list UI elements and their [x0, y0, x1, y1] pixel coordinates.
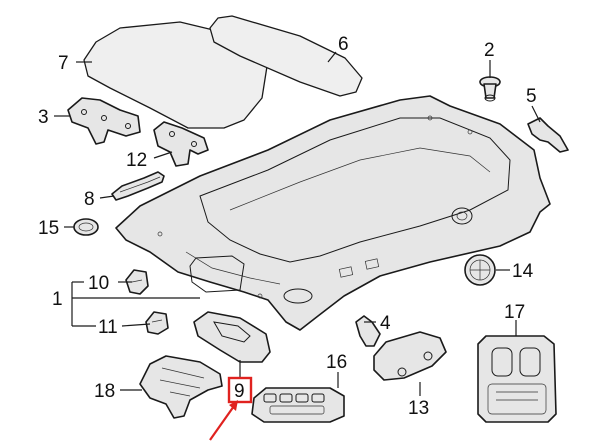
callout-8: 8 [84, 189, 95, 210]
callout-14: 14 [512, 261, 534, 282]
part-15-cap [73, 218, 99, 236]
callout-18: 18 [94, 381, 115, 402]
part-12-bracket [153, 121, 209, 167]
callout-2: 2 [484, 40, 495, 61]
part-14-emblem [464, 254, 496, 286]
callout-15: 15 [38, 218, 59, 239]
part-13-sun-visor [373, 331, 447, 381]
part-11-clip [145, 311, 169, 335]
callout-labels: 7 6 3 12 8 15 2 5 14 1 10 11 4 16 17 13 … [38, 34, 537, 419]
part-18-pillar-trim [139, 355, 223, 419]
callout-5: 5 [526, 86, 537, 107]
part-9-sun-visor [193, 311, 271, 363]
callout-9: 9 [234, 381, 245, 402]
callout-1: 1 [52, 289, 63, 310]
part-1-headliner [115, 95, 551, 331]
part-3-bracket [67, 97, 141, 145]
callout-7: 7 [58, 53, 69, 74]
callout-3: 3 [38, 107, 49, 128]
callout-4: 4 [380, 313, 391, 334]
callout-10: 10 [88, 273, 109, 294]
callout-16: 16 [326, 352, 347, 373]
highlight-marker [209, 376, 253, 441]
part-16-overhead-console [251, 387, 345, 423]
part-7-panel [83, 21, 269, 129]
highlight-arrow [209, 405, 235, 441]
part-10-clip [125, 269, 149, 295]
part-5-bracket [527, 117, 569, 153]
highlight-box [227, 376, 253, 404]
part-2-clip [479, 76, 501, 102]
part-4-clip [355, 315, 381, 347]
callout-11: 11 [98, 317, 118, 338]
highlight-arrow-head [229, 400, 238, 411]
part-8-grab-handle [111, 171, 165, 201]
callout-17: 17 [504, 302, 525, 323]
part-17-console-frame [477, 335, 557, 423]
callout-13: 13 [408, 398, 429, 419]
part-6-panel [209, 15, 363, 97]
callout-6: 6 [338, 34, 349, 55]
leader-lines [54, 51, 541, 396]
callout-12: 12 [126, 150, 147, 171]
